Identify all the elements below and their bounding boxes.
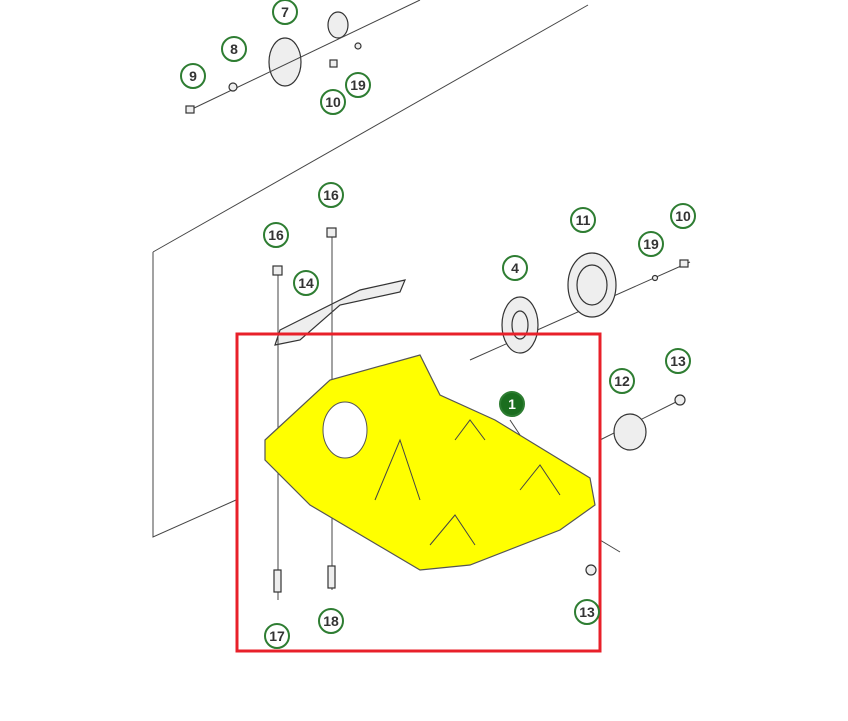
callout-10[interactable]: 10 xyxy=(670,203,696,229)
callout-4[interactable]: 4 xyxy=(502,255,528,281)
callout-13[interactable]: 13 xyxy=(665,348,691,374)
svg-text:16: 16 xyxy=(268,227,284,243)
callout-16[interactable]: 16 xyxy=(318,182,344,208)
svg-text:18: 18 xyxy=(323,613,339,629)
callout-16[interactable]: 16 xyxy=(263,222,289,248)
svg-text:19: 19 xyxy=(350,77,366,93)
svg-text:17: 17 xyxy=(269,628,285,644)
callout-11[interactable]: 11 xyxy=(570,207,596,233)
selection-highlight-box xyxy=(235,332,602,653)
callout-8[interactable]: 8 xyxy=(221,36,247,62)
svg-text:4: 4 xyxy=(511,260,519,276)
callout-19[interactable]: 19 xyxy=(345,72,371,98)
bracket-part xyxy=(274,279,406,346)
callout-14[interactable]: 14 xyxy=(293,270,319,296)
wheel-part xyxy=(185,0,421,114)
svg-text:14: 14 xyxy=(298,275,314,291)
callout-13[interactable]: 13 xyxy=(574,599,600,625)
callout-7[interactable]: 7 xyxy=(272,0,298,25)
svg-text:19: 19 xyxy=(643,236,659,252)
assembly-outline-top xyxy=(152,4,589,253)
callout-10[interactable]: 10 xyxy=(320,89,346,115)
callout-17[interactable]: 17 xyxy=(264,623,290,649)
svg-text:7: 7 xyxy=(281,4,289,20)
assembly-outline-right xyxy=(599,539,621,553)
svg-text:12: 12 xyxy=(614,373,630,389)
assembly-outline xyxy=(152,252,237,538)
svg-text:11: 11 xyxy=(576,212,591,228)
callout-12[interactable]: 12 xyxy=(609,368,635,394)
svg-text:1: 1 xyxy=(508,396,516,412)
svg-text:13: 13 xyxy=(670,353,686,369)
callout-9[interactable]: 9 xyxy=(180,63,206,89)
svg-text:16: 16 xyxy=(323,187,339,203)
base-plate-part xyxy=(264,354,596,571)
svg-text:8: 8 xyxy=(230,41,238,57)
callout-1-selected[interactable]: 1 xyxy=(499,391,525,417)
callout-18[interactable]: 18 xyxy=(318,608,344,634)
svg-text:10: 10 xyxy=(325,94,341,110)
svg-text:13: 13 xyxy=(579,604,595,620)
svg-text:10: 10 xyxy=(675,208,691,224)
callout-19[interactable]: 19 xyxy=(638,231,664,257)
rubber-mount-part xyxy=(613,413,647,451)
svg-text:9: 9 xyxy=(189,68,197,84)
